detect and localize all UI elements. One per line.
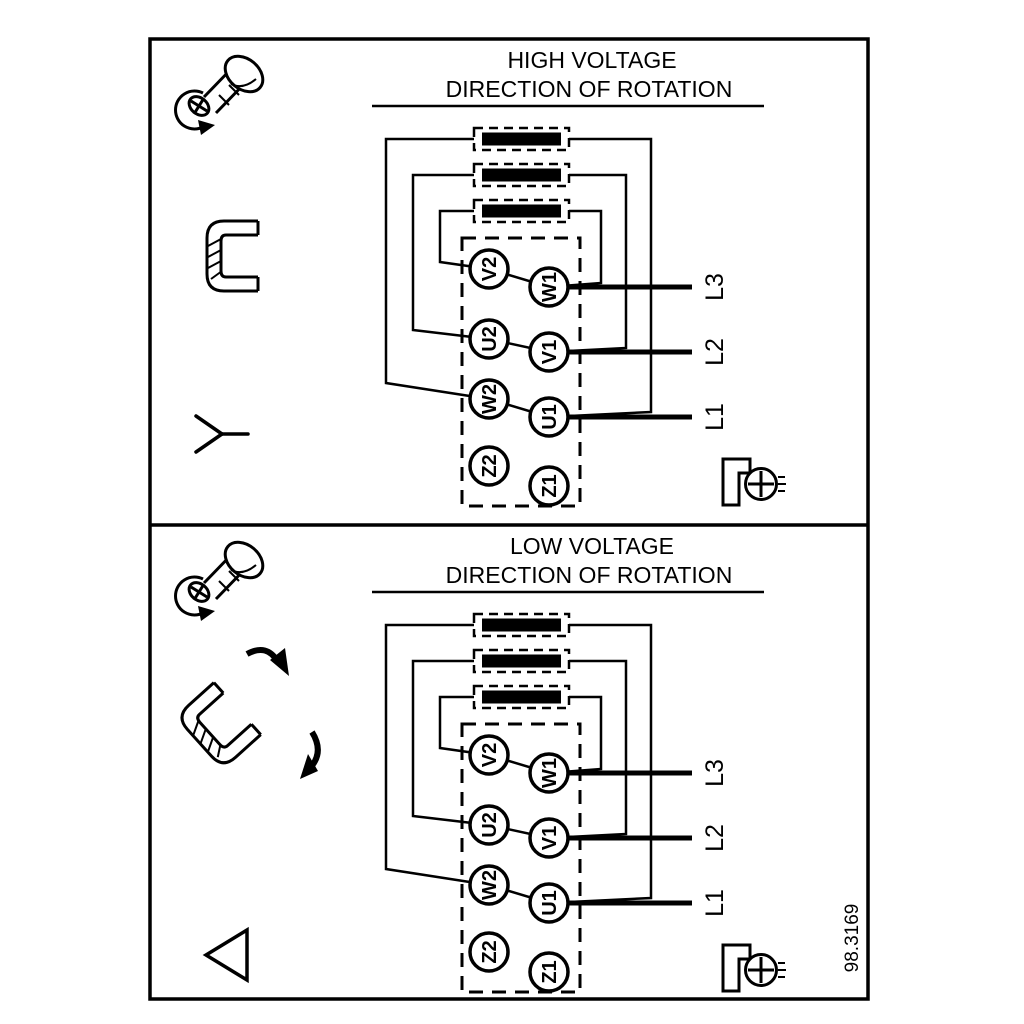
terminal-label: Z2 — [479, 940, 501, 963]
panel-high-voltage: HIGH VOLTAGE DIRECTION OF ROTATION V2 U2… — [176, 47, 786, 506]
panel-title: LOW VOLTAGE — [510, 533, 674, 559]
delta-symbol — [202, 926, 249, 984]
line-label: L1 — [701, 889, 729, 917]
panel-subtitle: DIRECTION OF ROTATION — [446, 76, 733, 102]
star-symbol — [194, 414, 250, 454]
panel-low-voltage: LOW VOLTAGE DIRECTION OF ROTATION V2 U2 … — [176, 533, 863, 992]
outer-border — [148, 37, 870, 1001]
panel-title: HIGH VOLTAGE — [507, 47, 676, 73]
terminal-label: W1 — [539, 272, 561, 302]
bridge-icon-rotated — [174, 681, 263, 771]
terminal-label: W1 — [539, 758, 561, 788]
figure-number: 98.3169 — [842, 904, 863, 973]
terminal-label: Z1 — [539, 474, 561, 497]
terminal-label: V2 — [479, 257, 501, 281]
terminal-label: U1 — [539, 404, 561, 430]
terminal-label: V1 — [539, 340, 561, 364]
removal-arrowhead — [270, 648, 289, 676]
terminal-label: W2 — [479, 870, 501, 900]
line-label: L2 — [701, 338, 729, 366]
line-label: L3 — [701, 273, 729, 301]
terminal-label: Z2 — [479, 454, 501, 477]
bridge-removal-icon — [174, 646, 321, 779]
terminal-label: V1 — [539, 826, 561, 850]
terminal-label: U2 — [479, 812, 501, 838]
terminal-label: V2 — [479, 743, 501, 767]
removal-arrowhead — [300, 754, 318, 779]
terminal-label: Z1 — [539, 960, 561, 983]
line-label: L1 — [701, 403, 729, 431]
panel-subtitle: DIRECTION OF ROTATION — [446, 562, 733, 588]
terminal-label: W2 — [479, 384, 501, 414]
line-label: L3 — [701, 759, 729, 787]
bridge-icon — [205, 219, 260, 293]
line-label: L2 — [701, 824, 729, 852]
terminal-label: U1 — [539, 890, 561, 916]
terminal-label: U2 — [479, 326, 501, 352]
